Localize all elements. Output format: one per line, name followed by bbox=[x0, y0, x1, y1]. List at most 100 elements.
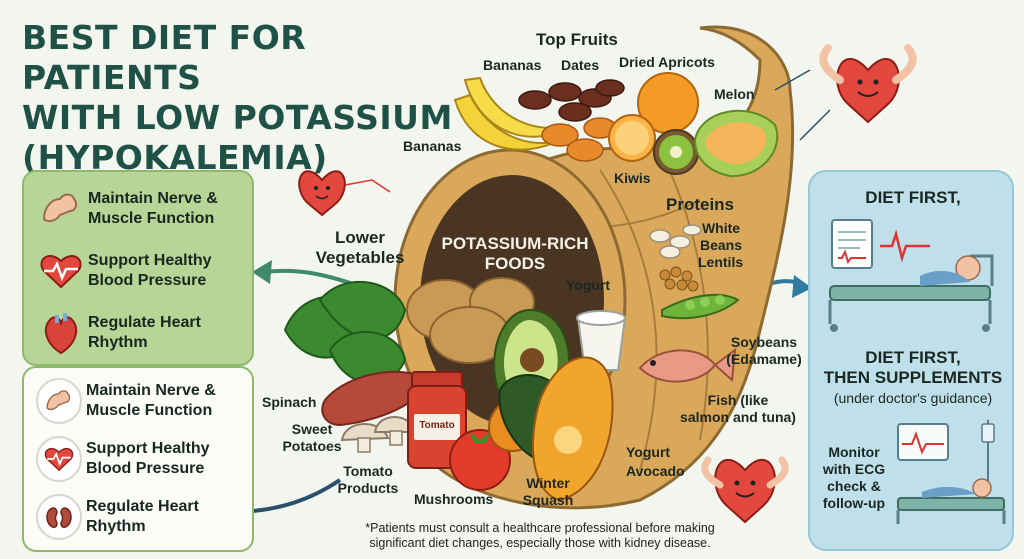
footnote-line: *Patients must consult a healthcare prof… bbox=[365, 521, 715, 535]
tomato-jar-icon bbox=[407, 371, 467, 469]
benefit-line: Maintain Nerve & bbox=[88, 190, 218, 207]
heart-pulse-icon bbox=[34, 246, 88, 296]
melon-icon bbox=[693, 109, 779, 178]
title-line-2: WITH LOW POTASSIUM bbox=[22, 98, 453, 137]
label-yogurt-top: Yogurt bbox=[566, 277, 611, 293]
label-lentils: Lentils bbox=[698, 254, 744, 270]
label-soybeans: Soybeans (Edamame) bbox=[724, 334, 804, 368]
label-winter-squash: Winter Squash bbox=[520, 475, 576, 509]
label-line: White bbox=[701, 220, 741, 236]
benefit-item: Support Healthy Blood Pressure bbox=[32, 434, 210, 484]
connector-line-right-icon bbox=[799, 109, 831, 141]
center-heading: POTASSIUM-RICH FOODS bbox=[440, 234, 590, 274]
benefit-line: Muscle Function bbox=[86, 402, 213, 419]
edamame-icon bbox=[661, 293, 740, 320]
label-white-beans: White Beans bbox=[698, 220, 744, 254]
heart-organ-icon bbox=[34, 308, 88, 358]
kidneys-icon bbox=[36, 494, 82, 540]
label-proteins: Proteins bbox=[666, 195, 735, 214]
benefit-item: Maintain Nerve & Muscle Function bbox=[32, 376, 216, 426]
label-lower-vegetables: Lower Vegetables bbox=[310, 228, 410, 268]
footnote-line: significant diet changes, especially tho… bbox=[369, 536, 711, 550]
benefit-line: Regulate Heart bbox=[86, 498, 199, 515]
hospital-bed-ecg-icon bbox=[828, 219, 994, 332]
label-line: Squash bbox=[522, 492, 574, 508]
heart-character-small-icon bbox=[298, 170, 346, 217]
benefit-item: Regulate Heart Rhythm bbox=[34, 308, 201, 358]
supplements-line: THEN SUPPLEMENTS bbox=[823, 368, 1003, 387]
flexed-arm-icon bbox=[34, 184, 88, 234]
arrow-to-bottom-benefits-icon bbox=[239, 478, 342, 514]
label-bananas-left: Bananas bbox=[403, 138, 462, 154]
dates-icon bbox=[518, 79, 625, 122]
label-line: Vegetables bbox=[315, 248, 405, 267]
diet-first-heading: DIET FIRST, bbox=[865, 188, 961, 207]
heart-character-top-right-icon bbox=[819, 44, 917, 124]
diet-first-line: DIET FIRST, bbox=[865, 348, 961, 367]
connector-line-icon bbox=[344, 179, 391, 193]
label-line: (Edamame) bbox=[726, 351, 802, 367]
benefits-panel-white: Maintain Nerve & Muscle Function Support… bbox=[22, 366, 254, 552]
monitor-line: with ECG bbox=[822, 461, 886, 477]
label-line: Fish (like bbox=[707, 392, 769, 408]
connector-line-top-right-icon bbox=[774, 69, 811, 91]
orange-icon bbox=[608, 72, 699, 162]
benefit-item: Regulate Heart Rhythm bbox=[32, 492, 199, 542]
label-line: Sweet bbox=[291, 421, 333, 437]
benefit-line: Blood Pressure bbox=[88, 272, 207, 289]
benefit-line: Blood Pressure bbox=[86, 460, 205, 477]
jar-label: Tomato bbox=[419, 420, 455, 431]
label-spinach: Spinach bbox=[262, 394, 317, 410]
center-line: POTASSIUM-RICH bbox=[441, 234, 589, 253]
disclaimer-footnote: *Patients must consult a healthcare prof… bbox=[340, 521, 740, 551]
heart-character-bottom-icon bbox=[701, 456, 789, 524]
mushrooms-icon bbox=[340, 416, 418, 453]
squash-icon bbox=[488, 356, 614, 502]
label-line: Potatoes bbox=[282, 438, 342, 454]
label-dried-apricots: Dried Apricots bbox=[619, 54, 715, 70]
label-yogurt-bottom: Yogurt bbox=[626, 444, 671, 460]
label-line: Winter bbox=[526, 475, 570, 491]
arrow-head-left-top-icon bbox=[252, 260, 272, 284]
monitoring-bed-icon bbox=[896, 420, 1006, 524]
doctor-guidance-line: (under doctor's guidance) bbox=[833, 390, 993, 406]
white-beans-icon bbox=[649, 224, 702, 259]
benefit-line: Rhythm bbox=[88, 334, 148, 351]
label-tomato-products: Tomato Products bbox=[336, 463, 400, 497]
benefit-line: Muscle Function bbox=[88, 210, 215, 227]
title-line-1: BEST DIET FOR PATIENTS bbox=[22, 18, 307, 97]
dried-apricots-icon bbox=[541, 117, 617, 162]
flexed-arm-icon bbox=[36, 378, 82, 424]
lentils-icon bbox=[659, 266, 699, 292]
benefit-line: Regulate Heart bbox=[88, 314, 201, 331]
label-line: Products bbox=[337, 480, 399, 496]
label-sweet-potatoes: Sweet Potatoes bbox=[280, 421, 344, 455]
spinach-icon bbox=[283, 280, 407, 385]
arrow-head-right-icon bbox=[792, 275, 812, 298]
label-line: Tomato bbox=[343, 463, 393, 479]
label-dates: Dates bbox=[561, 57, 600, 73]
label-melon: Melon bbox=[714, 86, 755, 102]
monitor-text: Monitor with ECG check & follow-up bbox=[816, 444, 892, 512]
fish-icon bbox=[638, 347, 737, 383]
label-line: Beans bbox=[699, 237, 743, 253]
label-avocado: Avocado bbox=[626, 463, 685, 479]
label-kiwis: Kiwis bbox=[614, 170, 651, 186]
monitor-line: follow-up bbox=[822, 495, 886, 511]
label-fish: Fish (like salmon and tuna) bbox=[678, 392, 798, 426]
benefit-line: Support Healthy bbox=[86, 440, 210, 457]
label-mushrooms: Mushrooms bbox=[414, 491, 494, 507]
benefit-line: Maintain Nerve & bbox=[86, 382, 216, 399]
diet-first-panel: DIET FIRST, DIET FIRST, THEN SUPPLEMENTS… bbox=[808, 170, 1014, 551]
kiwi-icon bbox=[653, 129, 699, 175]
label-top-fruits: Top Fruits bbox=[536, 30, 618, 49]
benefit-item: Support Healthy Blood Pressure bbox=[34, 246, 212, 296]
center-line: FOODS bbox=[484, 254, 546, 273]
label-line: Soybeans bbox=[730, 334, 798, 350]
benefit-item: Maintain Nerve & Muscle Function bbox=[34, 184, 218, 234]
heart-pulse-icon bbox=[36, 436, 82, 482]
benefits-panel-green: Maintain Nerve & Muscle Function Support… bbox=[22, 170, 254, 366]
benefit-line: Support Healthy bbox=[88, 252, 212, 269]
monitor-line: check & bbox=[827, 478, 881, 494]
